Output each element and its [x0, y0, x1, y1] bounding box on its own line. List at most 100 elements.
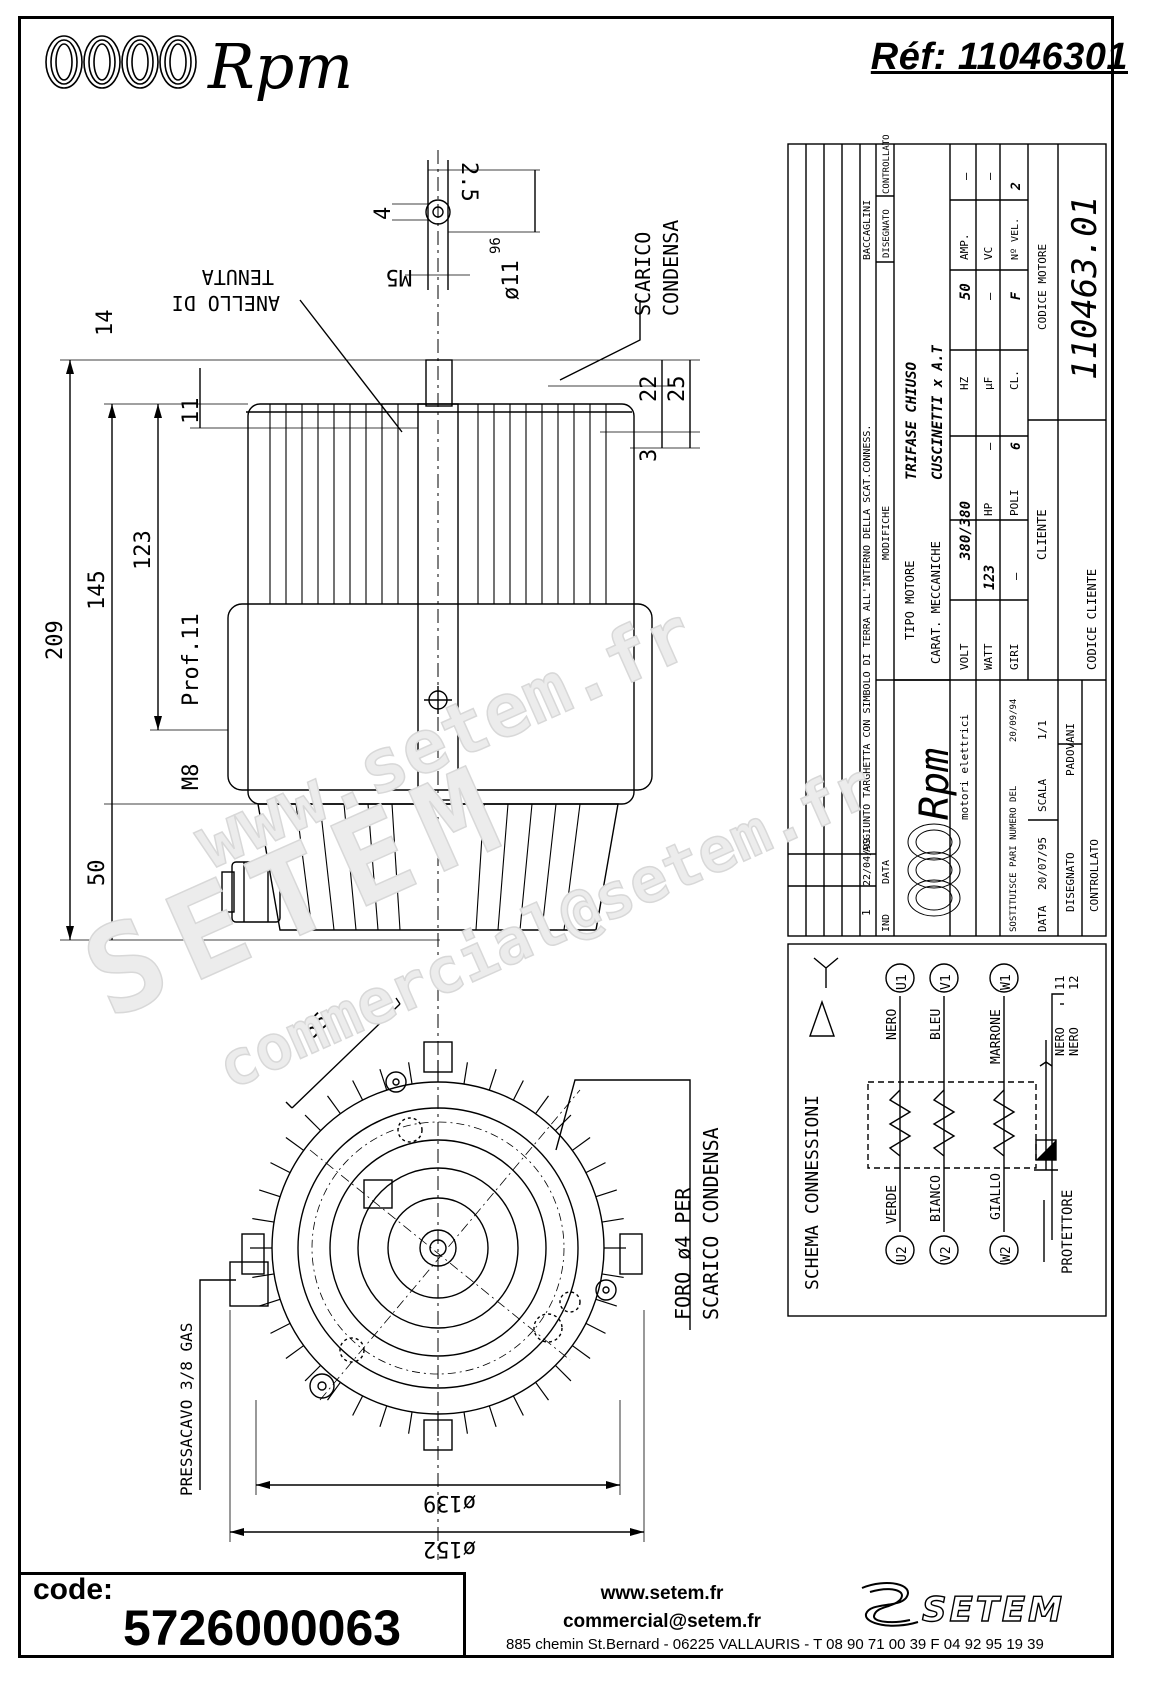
dim-209: 209	[43, 620, 68, 660]
tipo-motore: TRIFASE CHIUSO	[904, 362, 920, 480]
wire-bleu: BLEU	[929, 1009, 944, 1040]
motor-shaft	[425, 359, 453, 407]
dim-m8: M8	[179, 764, 204, 791]
cooling-fin	[535, 1381, 549, 1401]
protettore-label: PROTETTORE	[1060, 1190, 1076, 1274]
cooling-fin	[252, 1273, 275, 1279]
rpm-logo-coils-icon	[45, 35, 197, 89]
nvel-label: Nº VEL.	[1010, 218, 1021, 260]
dim-25: 25	[665, 376, 690, 403]
wire-nero: NERO	[885, 1009, 900, 1040]
label-foro-1: FORO ø4 PER	[671, 1187, 695, 1320]
cooling-fin	[595, 1189, 617, 1198]
cooling-fin	[601, 1273, 624, 1279]
sostituisce-date: 20/09/94	[1009, 699, 1019, 742]
terminal-12: 12	[1067, 976, 1081, 990]
rev-ind: 1	[860, 909, 873, 916]
modifiche-header: MODIFICHE	[881, 506, 892, 560]
cooling-fin	[407, 1062, 413, 1085]
cooling-fin	[352, 1395, 364, 1416]
dim-shaft-tol: 96	[488, 237, 504, 254]
data-label: DATA	[1036, 905, 1049, 932]
cooling-fin	[512, 1395, 524, 1416]
poli-label: POLI	[1008, 490, 1021, 517]
code-value: 5726000063	[123, 1600, 402, 1656]
dim-14: 14	[93, 310, 118, 337]
website-link[interactable]: www.setem.fr	[600, 1583, 724, 1604]
hp: –	[983, 442, 997, 450]
cliente-label: CLIENTE	[1035, 509, 1049, 560]
disegnato-by: PADOVANI	[1064, 723, 1077, 776]
email-link[interactable]: commercial@setem.fr	[562, 1611, 762, 1632]
company-sub: motori elettrici	[958, 714, 971, 820]
cooling-fin	[535, 1095, 549, 1115]
carat-label: CARAT. MECCANICHE	[929, 541, 943, 664]
brand-logo: Rpm	[208, 30, 354, 103]
rev-text: AGGIUNTO TARGHETTA CON SIMBOLO DI TERRA …	[862, 425, 873, 852]
cooling-fin	[488, 1069, 497, 1091]
uf-label: µF	[982, 377, 995, 390]
codice-motore: 110463.01	[1065, 196, 1105, 380]
dim-3: 3	[637, 449, 662, 462]
dim-11: 11	[179, 398, 204, 425]
amp-label: AMP.	[958, 234, 971, 261]
label-foro-2: SCARICO CONDENSA	[699, 1127, 723, 1320]
cooling-fin	[585, 1162, 606, 1174]
uf: –	[983, 292, 997, 300]
schema-title: SCHEMA CONNESSIONI	[802, 1095, 823, 1290]
dim-2-5: 2.5	[456, 162, 481, 202]
reference-number: Réf: 11046301	[870, 36, 1128, 78]
poli: 6	[1009, 442, 1024, 450]
code-box: code: 5726000063	[18, 1572, 466, 1658]
amp: –	[959, 172, 973, 180]
dim-shaft: ø11	[499, 260, 524, 300]
volt: 380/380	[958, 501, 974, 561]
cooling-fin	[463, 1062, 469, 1085]
data-header: DATA	[881, 860, 892, 884]
cooling-fin	[327, 1095, 341, 1115]
cl: F	[1009, 291, 1024, 300]
watt-label: WATT	[982, 643, 995, 670]
terminal-u1: U1	[895, 974, 910, 990]
cooling-fin	[571, 1137, 591, 1151]
label-pressacavo: PRESSACAVO 3/8 GAS	[177, 1323, 196, 1496]
cooling-fin	[571, 1345, 591, 1359]
dim-prof: Prof.11	[179, 613, 204, 706]
cooling-fin	[585, 1322, 606, 1334]
carat: CUSCINETTI x A.T	[930, 345, 946, 480]
wire-nero-11: NERO	[1053, 1027, 1067, 1056]
cooling-fin	[463, 1411, 469, 1434]
dim-m5: M5	[386, 264, 413, 289]
company-logo-word: Rpm	[912, 748, 958, 820]
cooling-fin	[270, 1162, 291, 1174]
cooling-fin	[379, 1405, 388, 1427]
terminal-v1: V1	[939, 974, 954, 990]
cooling-fin	[285, 1137, 305, 1151]
codice-cliente-label: CODICE CLIENTE	[1085, 569, 1099, 670]
wire-marrone: MARRONE	[989, 1009, 1004, 1064]
cooling-fin	[554, 1364, 572, 1382]
volt-label: VOLT	[958, 643, 971, 670]
wire-giallo: GIALLO	[989, 1173, 1004, 1220]
terminal-u2: U2	[895, 1246, 910, 1262]
nvel: 2	[1009, 182, 1024, 191]
cooling-fin	[512, 1080, 524, 1101]
hz-label: HZ	[958, 376, 971, 390]
terminal-11: 11	[1053, 976, 1067, 990]
sostituisce: SOSTITUISCE PARI NUMERO DEL	[1009, 786, 1019, 932]
cl-label: CL.	[1008, 370, 1021, 390]
cooling-fin	[252, 1217, 275, 1223]
tipo-motore-label: TIPO MOTORE	[903, 561, 917, 640]
cooling-fin	[488, 1405, 497, 1427]
hp-label: HP	[982, 502, 995, 516]
cooling-fin	[595, 1298, 617, 1307]
scala: 1/1	[1036, 720, 1049, 740]
label-anello-2: TENUTA	[202, 265, 274, 289]
drawing-sheet	[18, 16, 1114, 1658]
giri-label: GIRI	[1008, 644, 1021, 671]
dim-152: ø152	[423, 1536, 476, 1561]
vc: –	[983, 172, 997, 180]
rev-by: BACCAGLINI	[862, 200, 873, 260]
